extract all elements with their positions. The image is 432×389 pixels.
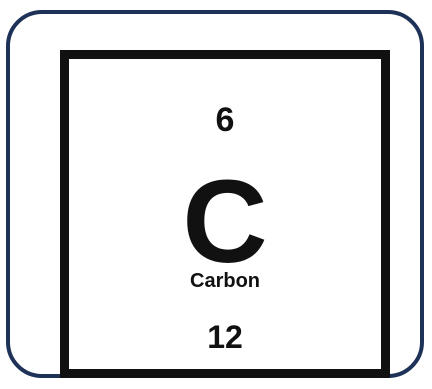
atomic-number: 6	[215, 101, 235, 139]
rounded-frame: 6 C Carbon 12	[6, 10, 424, 378]
element-tile: 6 C Carbon 12	[60, 50, 390, 378]
element-symbol: C	[182, 156, 268, 288]
element-name: Carbon	[190, 270, 260, 292]
atomic-mass: 12	[207, 319, 243, 355]
